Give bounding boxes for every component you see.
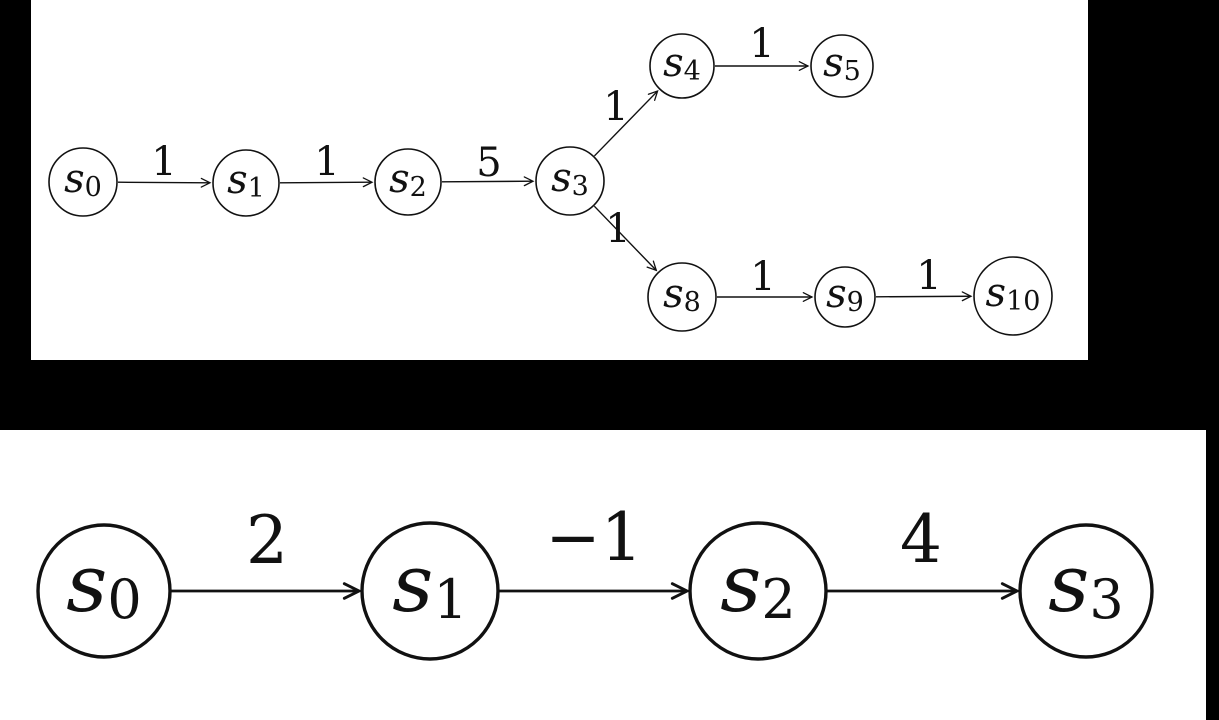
state-node-s8 xyxy=(647,262,717,332)
state-node-label-s5: s5 xyxy=(823,40,861,87)
edge-weight-label-s0-s1: 2 xyxy=(246,502,288,579)
state-node-label-s1: s1 xyxy=(227,157,265,204)
edge-weight-label-s1-s2: 1 xyxy=(314,139,339,185)
edge-weight-label-s0-s1: 1 xyxy=(151,139,176,185)
linear-state-graph-panel: 2 −1 4 s0 s1 s2 s3 xyxy=(0,430,1206,720)
edge-weight-label-s3-s8: 1 xyxy=(605,206,630,252)
edge-weight-label-s9-s10: 1 xyxy=(916,253,941,299)
state-node-label-s2: s2 xyxy=(720,537,795,631)
edge-weight-label-s2-s3: 4 xyxy=(900,501,942,578)
state-node-label-s10: s10 xyxy=(986,270,1041,317)
state-node-s3 xyxy=(1018,523,1154,659)
state-node-s2 xyxy=(374,148,442,216)
edge-weight-label-s1-s2: −1 xyxy=(545,499,642,576)
state-node-label-s0: s0 xyxy=(66,537,141,631)
transition-edge-s2-s3 xyxy=(441,176,535,187)
state-node-s9 xyxy=(814,266,876,328)
branching-state-graph: 1 1 5 1 1 1 1 1 s0 s1 s2 s3 s4 s5 s8 s9 s10 xyxy=(48,21,1053,336)
state-node-label-s0: s0 xyxy=(64,156,102,203)
state-node-label-s3: s3 xyxy=(1048,537,1123,631)
state-node-s4 xyxy=(649,33,715,99)
branching-state-graph-panel: 1 1 5 1 1 1 1 1 s0 s1 s2 s3 s4 s5 s8 s9 s10 xyxy=(31,0,1088,360)
state-node-label-s8: s8 xyxy=(663,271,701,318)
transition-edge-s9-s10 xyxy=(875,291,973,302)
state-node-label-s2: s2 xyxy=(389,156,427,203)
state-node-s3 xyxy=(535,146,605,216)
state-node-s0 xyxy=(48,147,118,217)
transition-edge-s3-s8 xyxy=(593,205,658,272)
state-node-label-s1: s1 xyxy=(392,537,467,631)
state-node-label-s9: s9 xyxy=(826,271,864,318)
transition-edge-s1-s2 xyxy=(279,177,374,188)
state-node-s1 xyxy=(360,521,500,661)
transition-edge-s0-s1 xyxy=(117,177,212,188)
linear-state-graph: 2 −1 4 s0 s1 s2 s3 xyxy=(36,499,1154,661)
edge-weight-label-s8-s9: 1 xyxy=(750,254,775,300)
state-node-s1 xyxy=(212,149,280,217)
edge-weight-label-s2-s3: 5 xyxy=(476,140,501,186)
transition-edge-s3-s4 xyxy=(593,90,659,157)
edge-weight-label-s3-s4: 1 xyxy=(603,84,628,130)
edge-weight-label-s4-s5: 1 xyxy=(749,21,774,67)
state-node-s2 xyxy=(688,521,828,661)
state-node-s0 xyxy=(36,523,172,659)
state-node-label-s3: s3 xyxy=(551,155,589,202)
state-node-s5 xyxy=(810,34,874,98)
state-node-s10 xyxy=(973,256,1053,336)
state-node-label-s4: s4 xyxy=(663,40,701,87)
